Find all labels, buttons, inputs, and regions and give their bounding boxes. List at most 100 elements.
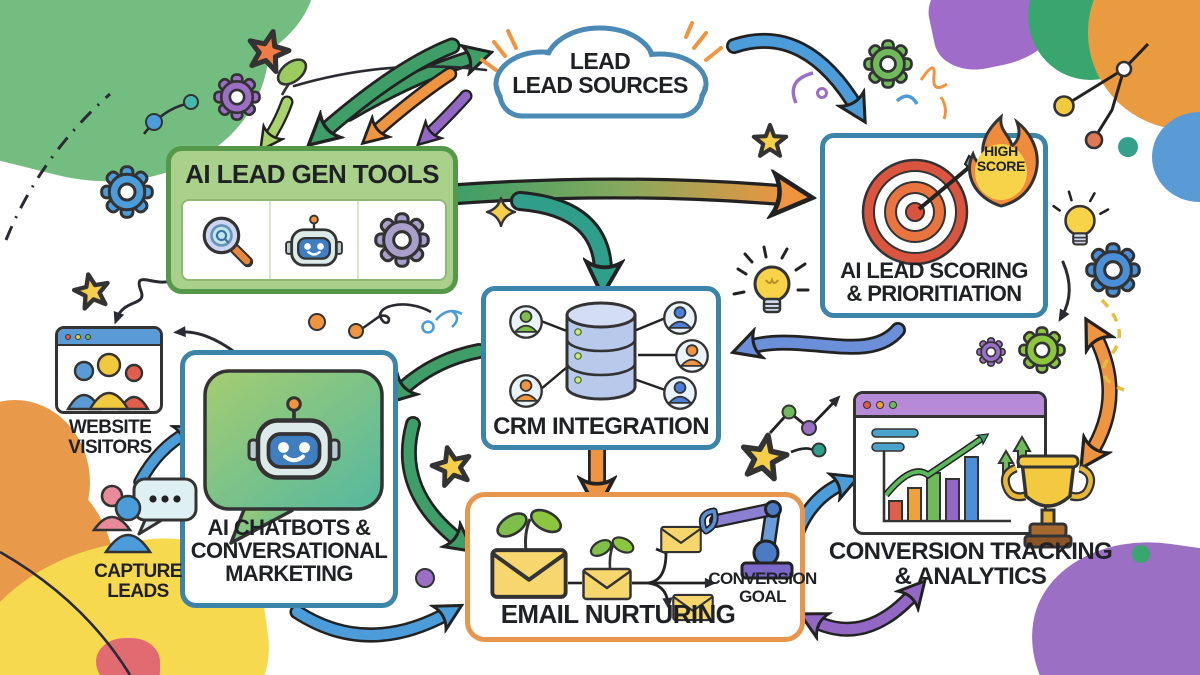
arrow-to-crm [513, 194, 603, 278]
user-icon-orange-left [509, 374, 543, 408]
orange-squiggle [919, 66, 948, 90]
visitors-people-icon [65, 352, 151, 411]
tools-icon-cell-3 [359, 201, 445, 279]
node-graph-icon [1053, 42, 1150, 150]
robot-icon [284, 214, 344, 267]
tools-icon-cell-1 [183, 201, 271, 279]
goal-line2: GOAL [739, 586, 786, 606]
teal-dot [183, 94, 199, 110]
visitors-line1: WEBSITE [68, 417, 152, 438]
robot-arm-icon [698, 500, 794, 580]
yellow-star-4 [740, 432, 790, 482]
node-crm-integration: CRM INTEGRATION [481, 286, 721, 450]
node-lead-scoring: HIGH SCORE AI LEAD SCORING & PRIORITIATI… [820, 113, 1048, 318]
trophy-icon [1000, 454, 1096, 549]
target-icon [861, 154, 983, 266]
high-score-line1: HIGH [984, 143, 1018, 159]
arrow-chatbots-to-email-2 [292, 612, 450, 640]
stars [71, 29, 790, 488]
gear-icon-blue-left [100, 165, 154, 219]
window-dot-orange [876, 400, 884, 409]
arrow-purple-to-tools [426, 91, 471, 137]
capture-leads-icon [91, 477, 198, 554]
crm-graphic [509, 301, 709, 410]
arrow-leaf-to-tools [267, 97, 292, 141]
yellow-star-3 [429, 445, 472, 488]
gear-icon-purple-small [976, 337, 1006, 367]
window-dot-yellow [75, 333, 81, 340]
gear-icon-green-top [863, 39, 913, 89]
blue-dot [145, 113, 163, 131]
lead-sources-line1: LEAD [569, 48, 631, 74]
tracking-title-line1: CONVERSION TRACKING [828, 538, 1113, 565]
thin-curve-bottom-left [0, 550, 132, 675]
purple-squiggle [791, 71, 814, 104]
blob-bottom-left-pink [96, 638, 160, 675]
arrow-crm-to-chatbots [398, 345, 485, 393]
arrow-cloud-to-scoring [728, 35, 858, 110]
blue-bird-squiggle [421, 309, 463, 334]
teal-dot-right [1118, 137, 1138, 157]
node-lead-gen-tools: AI LEAD GEN TOOLS [166, 146, 458, 294]
doodles [0, 21, 1150, 675]
chatbots-title-line2: CONVERSATIONAL [190, 537, 388, 563]
lead-sources-line2: LEAD SOURCES [512, 71, 688, 98]
scoring-title-line2: & PRIORITIATION [846, 280, 1022, 306]
gear-icon [374, 212, 430, 268]
gear-icon-green-right [1018, 326, 1066, 374]
window-dot-red [863, 400, 871, 409]
orange-tick [939, 96, 947, 120]
email-graphic [490, 500, 794, 622]
arrow-scoring-tracking [1089, 332, 1110, 456]
loop-squiggle [362, 303, 432, 330]
node-website-visitors [55, 326, 163, 414]
dashed-curve-top-left [4, 92, 111, 241]
yellow-star-1 [751, 122, 789, 158]
lightbulb-icon-right [1052, 190, 1110, 246]
green-dot-bottom-right [1132, 545, 1150, 563]
chatbots-title-line1: AI CHATBOTS & [207, 515, 372, 540]
flame-icon [968, 113, 1039, 208]
capture-line2: LEADS [107, 580, 169, 602]
leads-people-icon [91, 484, 153, 554]
lightbulb-icon-left [732, 245, 810, 314]
purple-dot [415, 568, 435, 588]
tracking-title-line2: & ANALYTICS [894, 562, 1047, 590]
user-icon-blue-bottom [663, 376, 697, 410]
conversion-goal-label: CONVERSION GOAL [700, 570, 825, 605]
speech-bubble-icon [203, 369, 384, 545]
chatbots-title-line3: MARKETING [225, 560, 353, 586]
user-icon-blue-top [663, 301, 697, 335]
node-lead-sources: LEAD LEAD SOURCES [472, 20, 728, 132]
envelope-icon-top [660, 525, 702, 554]
tools-icon-cell-2 [271, 201, 359, 279]
cloud-sparks [480, 21, 723, 72]
gear-icon-blue-right [1085, 242, 1141, 298]
arrow-orange-to-tools [372, 69, 455, 135]
dot-curve [142, 102, 187, 135]
sprout-icon [496, 508, 563, 552]
arrow-green-to-tools [320, 40, 458, 135]
yellow-star-2 [71, 272, 110, 311]
tools-icon-panel [181, 199, 447, 281]
arrow-goal-tracking [812, 591, 916, 629]
arrow-tools-to-scoring [450, 188, 792, 196]
high-score-line2: SCORE [976, 157, 1026, 174]
visitors-window-header [58, 329, 160, 346]
orange-star [247, 29, 292, 74]
user-icon-orange-right [675, 339, 709, 373]
trend-arrow-icon [884, 437, 984, 497]
orange-dot-2 [348, 323, 364, 339]
browser-window-header [856, 394, 1044, 418]
leaf-icon [276, 58, 308, 96]
scoring-title-line1: AI LEAD SCORING [840, 258, 1028, 283]
sprout-icon-small [589, 536, 635, 570]
database-icon [565, 301, 637, 401]
line-to-cloud [292, 65, 488, 88]
arrow-gears [1058, 260, 1071, 322]
tools-title: AI LEAD GEN TOOLS [185, 159, 439, 189]
flame-badge: HIGH SCORE [953, 113, 1049, 210]
yellow-sparkle [485, 196, 517, 228]
